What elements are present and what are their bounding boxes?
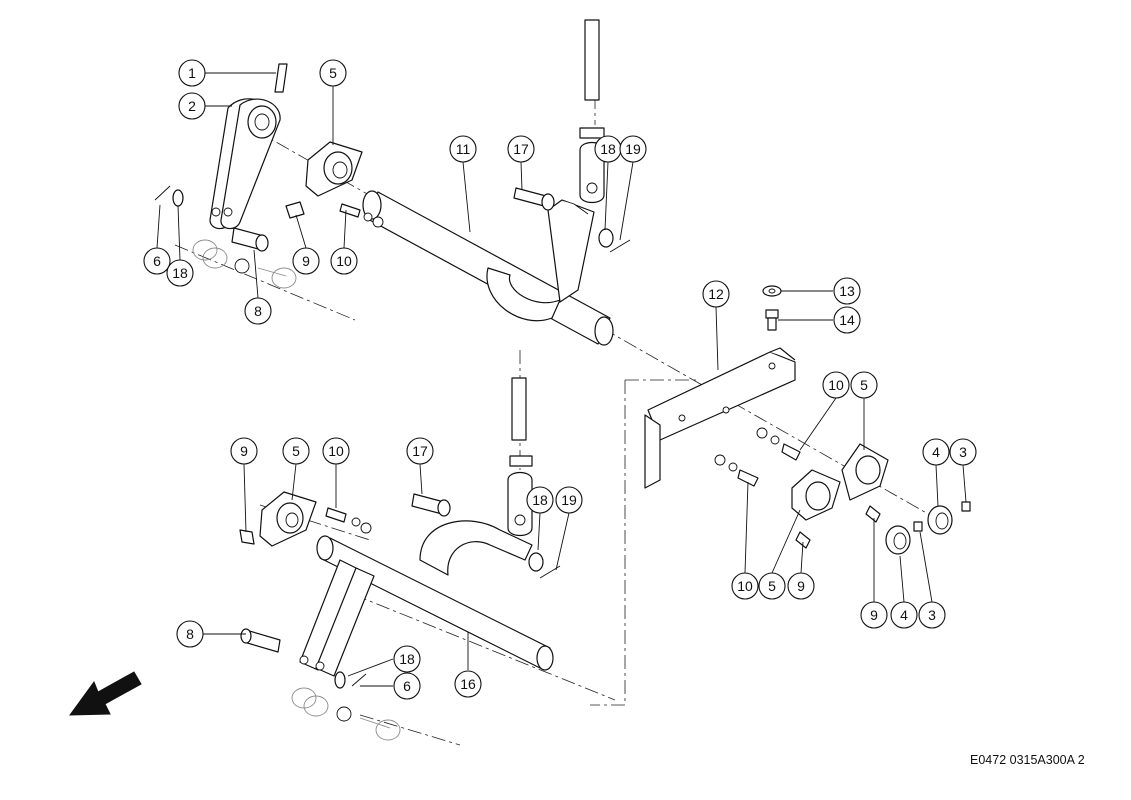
callout-label: 10: [336, 253, 352, 269]
callout-6: 6: [143, 247, 171, 275]
callout-8: 8: [244, 297, 272, 325]
callout-label: 10: [328, 443, 344, 459]
callout-label: 1: [188, 65, 196, 81]
callout-2: 2: [178, 92, 206, 120]
cross-tube-part-11: [362, 190, 614, 346]
callout-label: 9: [240, 443, 248, 459]
callout-label: 18: [172, 265, 188, 281]
callout-10: 10: [822, 371, 850, 399]
right-side-hardware: [714, 427, 971, 555]
callout-label: 17: [513, 141, 529, 157]
callout-label: 10: [737, 578, 753, 594]
callout-label: 17: [412, 443, 428, 459]
callout-4: 4: [890, 601, 918, 629]
callout-label: 11: [456, 141, 471, 157]
lower-hardware: [240, 377, 561, 741]
bracket-part-12: [644, 347, 796, 489]
callout-label: 10: [828, 377, 844, 393]
callout-8: 8: [176, 620, 204, 648]
callout-label: 6: [403, 678, 411, 694]
callout-12: 12: [702, 280, 730, 308]
callout-label: 5: [860, 377, 868, 393]
callout-label: 19: [561, 492, 577, 508]
flange-bearing-lower-left: [239, 491, 317, 547]
leader-lines: [156, 72, 967, 687]
callout-label: 8: [186, 626, 194, 642]
callout-label: 3: [959, 444, 967, 460]
callout-18: 18: [594, 135, 622, 163]
callout-16: 16: [454, 670, 482, 698]
callout-label: 18: [399, 651, 415, 667]
callout-label: 19: [625, 141, 641, 157]
callout-label: 2: [188, 98, 196, 114]
callout-17: 17: [406, 437, 434, 465]
upper-clevis-rod: [579, 19, 605, 204]
callout-9: 9: [292, 247, 320, 275]
callout-3: 3: [949, 438, 977, 466]
callout-14: 14: [833, 306, 861, 334]
callout-5: 5: [282, 437, 310, 465]
callout-label: 5: [292, 443, 300, 459]
callout-10: 10: [330, 247, 358, 275]
callout-5: 5: [758, 572, 786, 600]
callout-5: 5: [319, 59, 347, 87]
callout-18: 18: [526, 486, 554, 514]
cross-tube-part-16: [299, 520, 554, 677]
callout-9: 9: [787, 572, 815, 600]
callout-9: 9: [860, 601, 888, 629]
pin-part-1: [274, 63, 288, 93]
callout-10: 10: [322, 437, 350, 465]
callout-label: 9: [870, 607, 878, 623]
callout-17: 17: [507, 135, 535, 163]
callout-label: 9: [302, 253, 310, 269]
callout-label: 12: [708, 286, 724, 302]
callout-label: 18: [532, 492, 548, 508]
callout-18: 18: [166, 259, 194, 287]
callout-4: 4: [922, 438, 950, 466]
callout-1: 1: [178, 59, 206, 87]
callout-label: 6: [153, 253, 161, 269]
callout-label: 5: [768, 578, 776, 594]
upper-left-hardware: [154, 185, 631, 289]
flange-bearing-upper-left: [305, 141, 363, 197]
callout-18: 18: [393, 645, 421, 673]
callout-19: 19: [619, 135, 647, 163]
callout-label: 13: [839, 283, 855, 299]
forward-direction-arrow-icon: [68, 671, 142, 716]
document-code: E0472 0315A300A 2: [970, 753, 1085, 767]
callout-label: 8: [254, 303, 262, 319]
callout-label: 14: [839, 312, 855, 328]
upper-lift-arm: [209, 98, 281, 230]
callout-3: 3: [918, 601, 946, 629]
callout-label: 3: [928, 607, 936, 623]
callout-10: 10: [731, 572, 759, 600]
callout-label: 5: [329, 65, 337, 81]
callout-label: 18: [600, 141, 616, 157]
callout-label: 4: [932, 444, 940, 460]
callout-label: 9: [797, 578, 805, 594]
callout-13: 13: [833, 277, 861, 305]
callout-6: 6: [393, 672, 421, 700]
callout-11: 11: [449, 135, 477, 163]
callout-19: 19: [555, 486, 583, 514]
callout-9: 9: [230, 437, 258, 465]
bolt-washer-13-14: [762, 285, 782, 331]
centre-lines: [174, 20, 931, 746]
callout-5: 5: [850, 371, 878, 399]
callout-label: 4: [900, 607, 908, 623]
callout-label: 16: [460, 676, 476, 692]
